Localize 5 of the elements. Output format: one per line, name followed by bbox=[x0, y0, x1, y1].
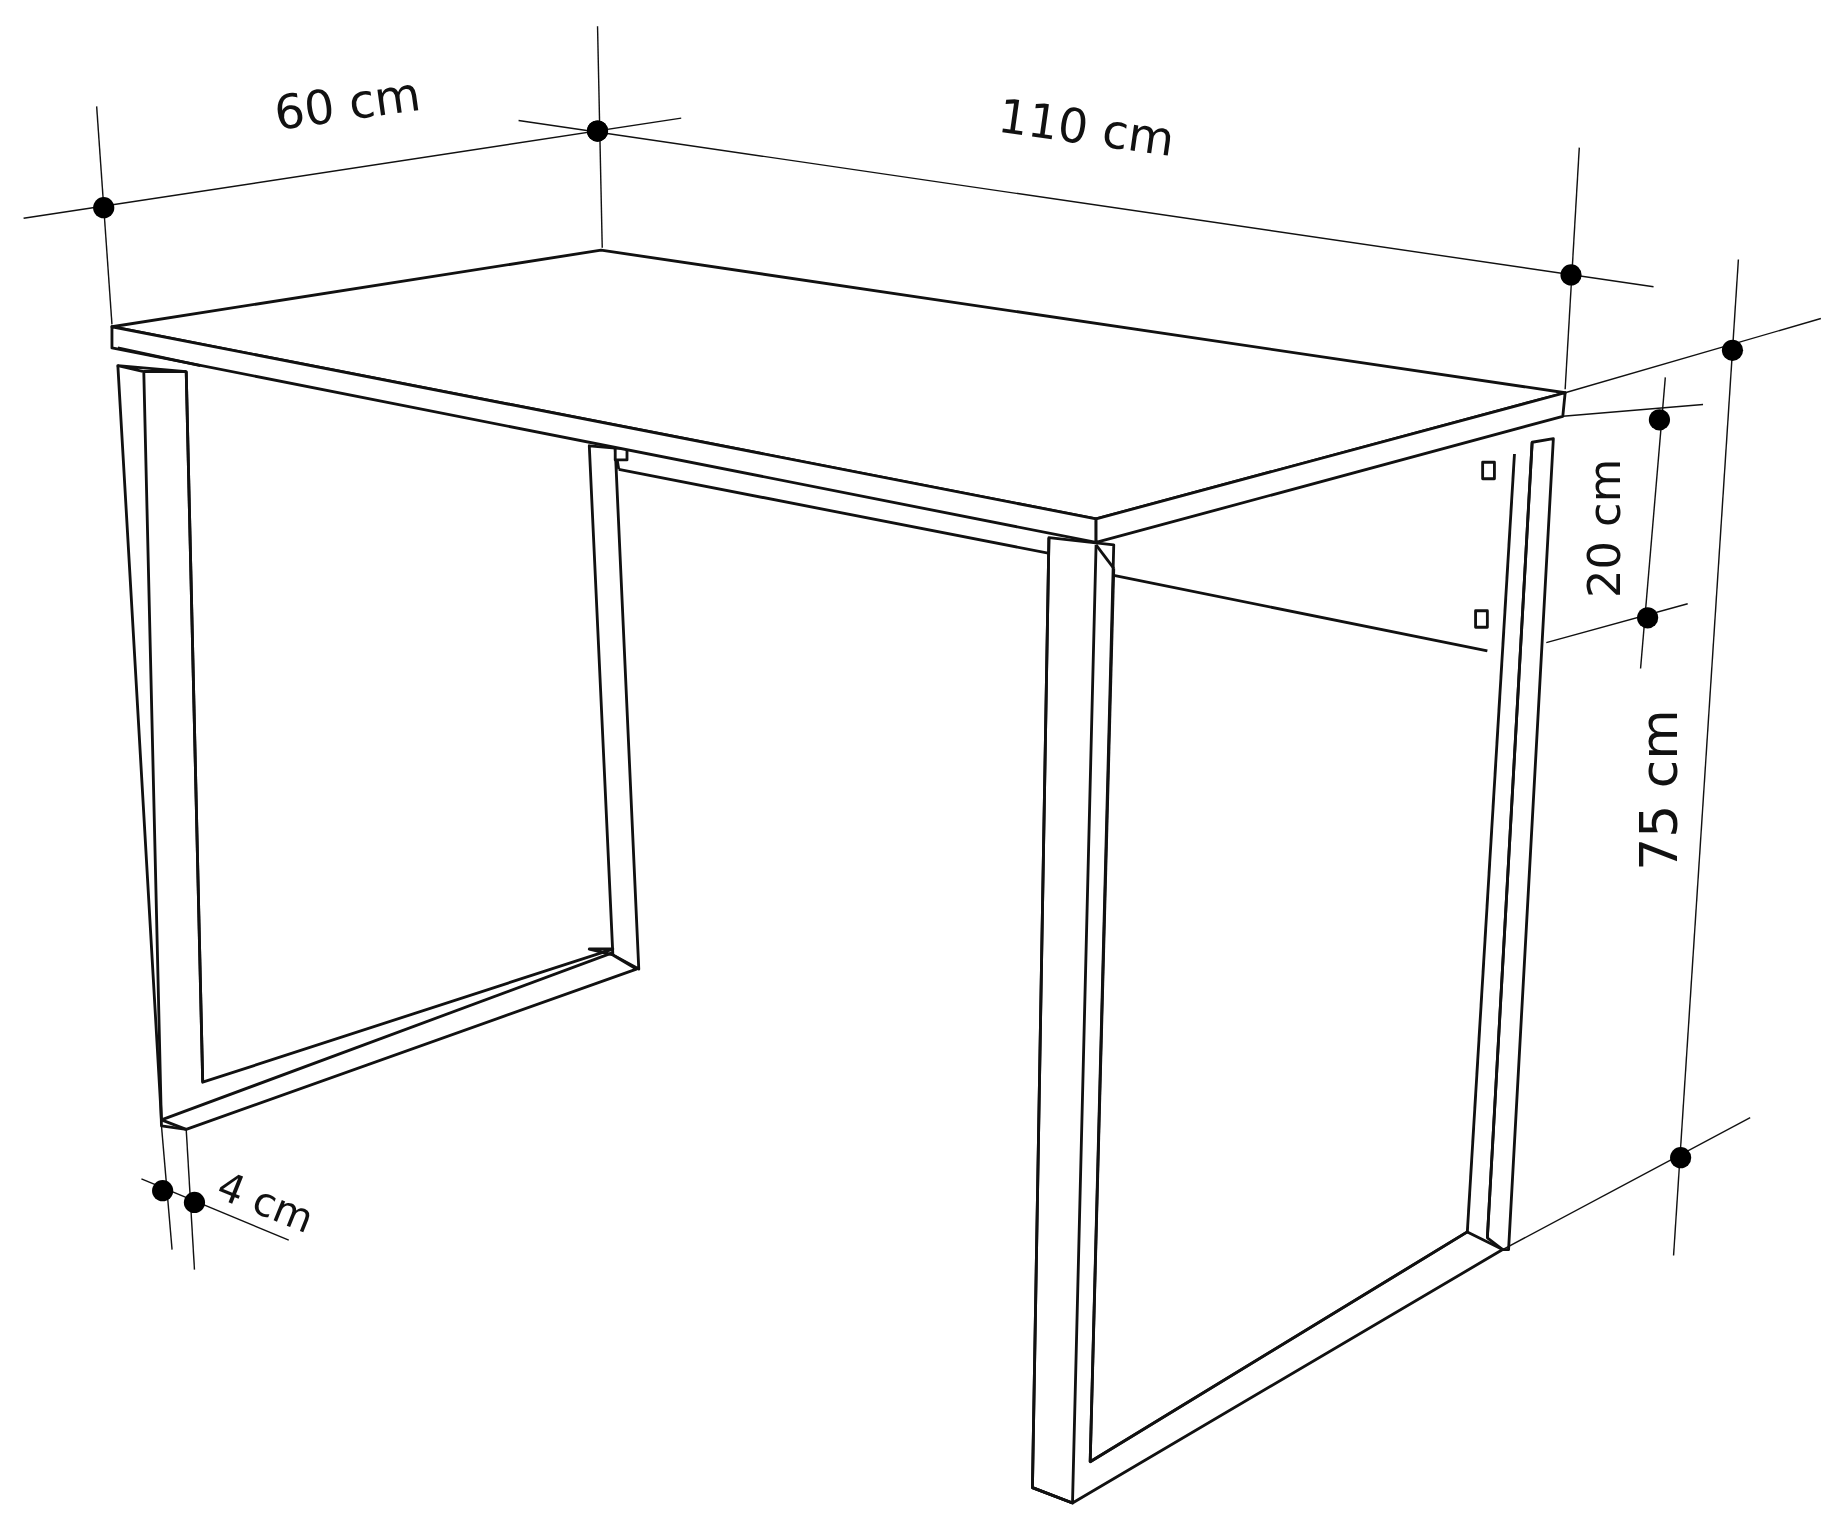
dimension-label: 75 cm bbox=[1633, 708, 1686, 871]
dimension-label: 60 cm bbox=[271, 70, 424, 138]
dimension-label: 110 cm bbox=[995, 91, 1178, 163]
dimension-label: 20 cm bbox=[1583, 458, 1628, 598]
dimension-label: 4 cm bbox=[211, 1165, 319, 1240]
